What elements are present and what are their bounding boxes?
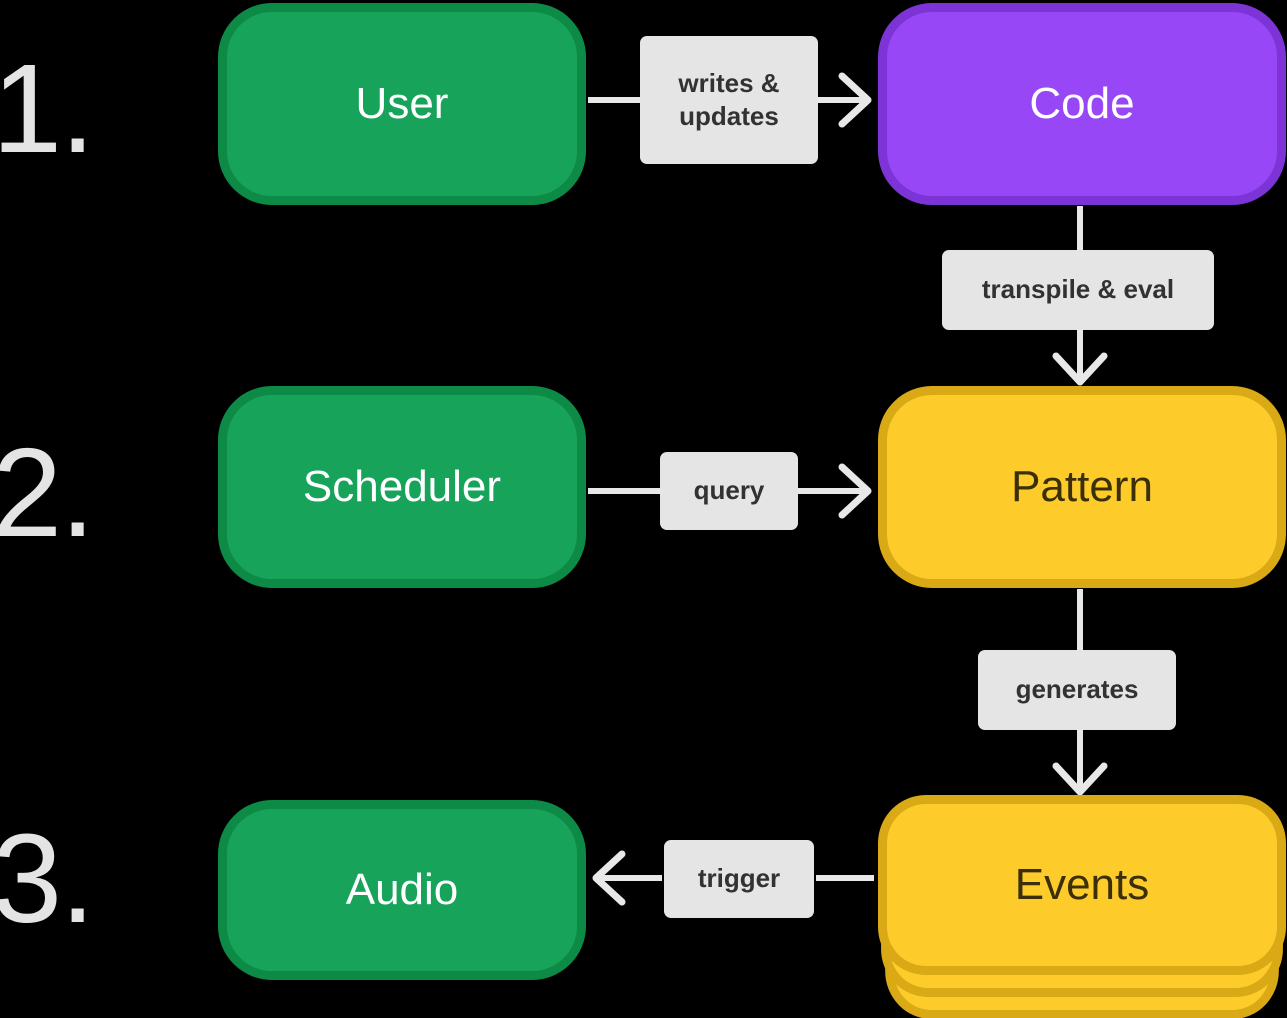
node-user[interactable]: User (218, 3, 586, 205)
node-pattern-label: Pattern (1011, 462, 1153, 511)
step-number-2: 2. (0, 422, 95, 563)
node-user-label: User (355, 79, 449, 128)
edge-label-generates: generates (978, 650, 1176, 730)
node-events-label: Events (1014, 860, 1150, 909)
node-events-front: Events (878, 795, 1286, 975)
step-number-1: 1. (0, 38, 95, 179)
step-number-3: 3. (0, 808, 95, 949)
edge-label-writes-updates: writes & updates (640, 36, 818, 164)
edge-user-code-arrowhead (838, 72, 872, 128)
edge-pattern-events-arrowhead (1052, 762, 1108, 796)
node-audio[interactable]: Audio (218, 800, 586, 980)
node-code-label: Code (1029, 79, 1135, 128)
node-code[interactable]: Code (878, 3, 1286, 205)
edge-label-query: query (660, 452, 798, 530)
edge-events-audio-arrowhead (592, 850, 626, 906)
edge-scheduler-pattern-arrowhead (838, 463, 872, 519)
node-scheduler-label: Scheduler (302, 462, 502, 511)
node-scheduler[interactable]: Scheduler (218, 386, 586, 588)
edge-code-pattern-arrowhead (1052, 352, 1108, 386)
node-audio-label: Audio (345, 865, 459, 914)
edge-label-trigger: trigger (664, 840, 814, 918)
node-pattern[interactable]: Pattern (878, 386, 1286, 588)
node-events[interactable]: Events (878, 795, 1286, 1018)
edge-label-transpile-eval: transpile & eval (942, 250, 1214, 330)
